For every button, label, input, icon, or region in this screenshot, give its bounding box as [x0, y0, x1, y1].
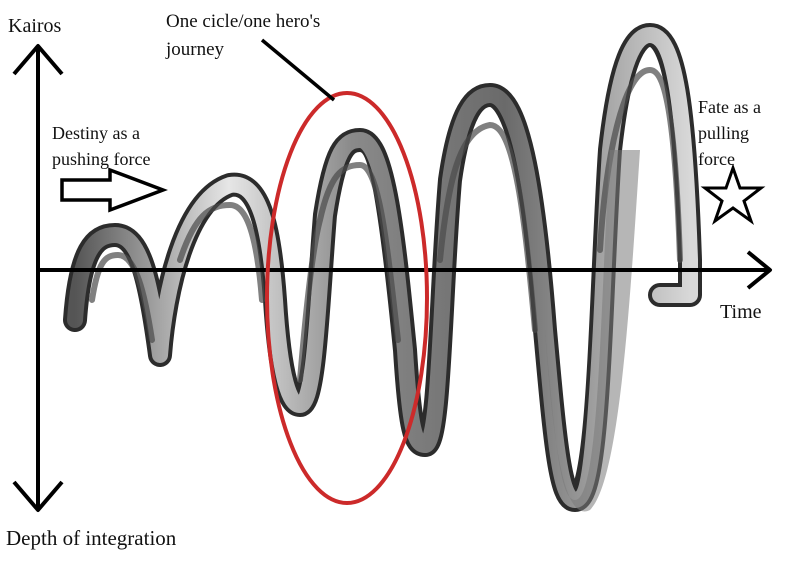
vertical-axis-label: Kairos: [8, 14, 61, 38]
horizontal-axis-label: Time: [720, 300, 762, 324]
cycle-annotation: One cicle/one hero's journey: [166, 8, 320, 64]
hollow-right-arrow-icon: [62, 170, 163, 210]
destiny-annotation: Destiny as a pushing force: [52, 120, 150, 172]
vertical-axis-bottom-label: Depth of integration: [6, 526, 176, 550]
fate-annotation: Fate as a pulling force: [698, 94, 761, 172]
hollow-star-icon: [705, 168, 761, 221]
